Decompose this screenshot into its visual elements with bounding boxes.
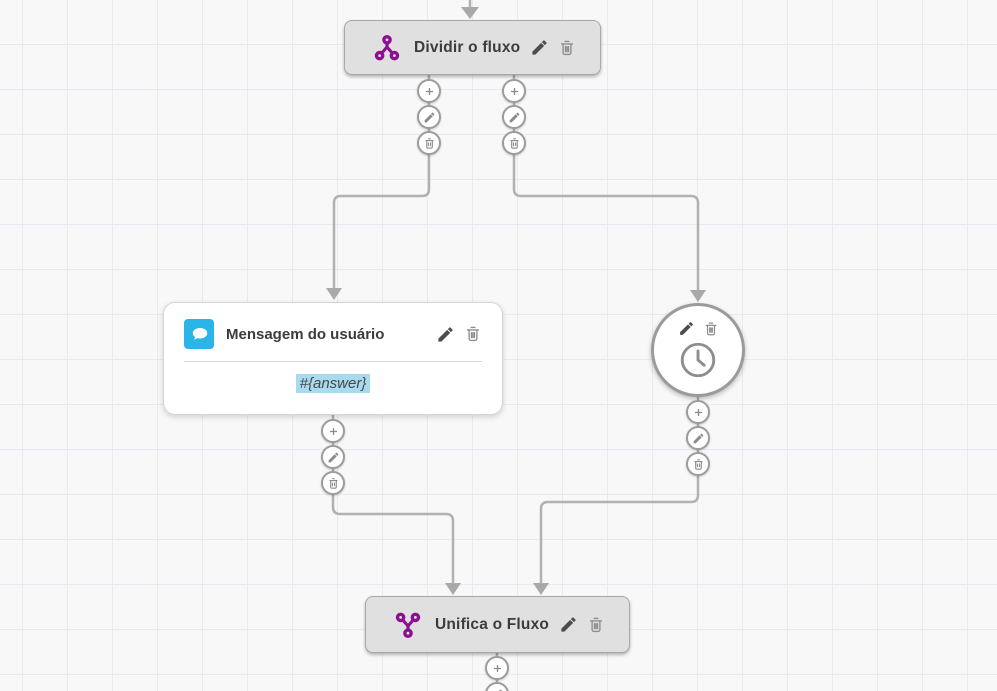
delete-icon[interactable]	[587, 616, 605, 634]
merge-icon	[394, 611, 422, 639]
add-icon[interactable]	[321, 419, 345, 443]
add-icon[interactable]	[502, 79, 526, 103]
node-merge-flow[interactable]: Unifica o Fluxo	[365, 596, 630, 653]
arrowhead-into-message	[326, 288, 342, 300]
delete-icon[interactable]	[502, 131, 526, 155]
node-title: Mensagem do usuário	[226, 325, 385, 343]
connector-timer-to-merge	[539, 397, 700, 583]
clock-icon	[677, 339, 719, 381]
delete-icon[interactable]	[464, 325, 482, 343]
edit-icon[interactable]	[559, 615, 578, 634]
message-body: #{answer}	[164, 362, 502, 393]
add-icon[interactable]	[686, 400, 710, 424]
edit-icon[interactable]	[436, 325, 455, 344]
node-title: Unifica o Fluxo	[435, 615, 550, 633]
node-user-message[interactable]: Mensagem do usuário #{answer}	[163, 302, 503, 415]
connector-split-to-message	[332, 75, 431, 288]
delete-icon[interactable]	[417, 131, 441, 155]
card-divider	[184, 361, 482, 362]
chat-bubble-icon	[184, 319, 214, 349]
delete-icon[interactable]	[321, 471, 345, 495]
edit-icon[interactable]	[530, 38, 549, 57]
delete-icon[interactable]	[703, 321, 719, 337]
add-icon[interactable]	[417, 79, 441, 103]
edit-icon[interactable]	[678, 320, 695, 337]
arrowhead-into-split	[461, 7, 479, 19]
edit-icon[interactable]	[686, 426, 710, 450]
node-timer[interactable]	[651, 303, 745, 397]
arrowhead-into-merge-left	[445, 583, 461, 595]
edit-icon[interactable]	[321, 445, 345, 469]
arrowhead-into-timer	[690, 290, 706, 302]
add-icon[interactable]	[485, 656, 509, 680]
connector-message-to-merge	[331, 415, 455, 583]
arrowhead-into-merge-right	[533, 583, 549, 595]
connector-split-to-timer	[512, 75, 700, 290]
node-split-flow[interactable]: Dividir o fluxo	[344, 20, 601, 75]
node-title: Dividir o fluxo	[414, 38, 521, 56]
edit-icon[interactable]	[485, 682, 509, 691]
edit-icon[interactable]	[502, 105, 526, 129]
delete-icon[interactable]	[686, 452, 710, 476]
variable-chip[interactable]: #{answer}	[295, 374, 371, 393]
edit-icon[interactable]	[417, 105, 441, 129]
split-icon	[373, 34, 401, 62]
delete-icon[interactable]	[558, 39, 576, 57]
